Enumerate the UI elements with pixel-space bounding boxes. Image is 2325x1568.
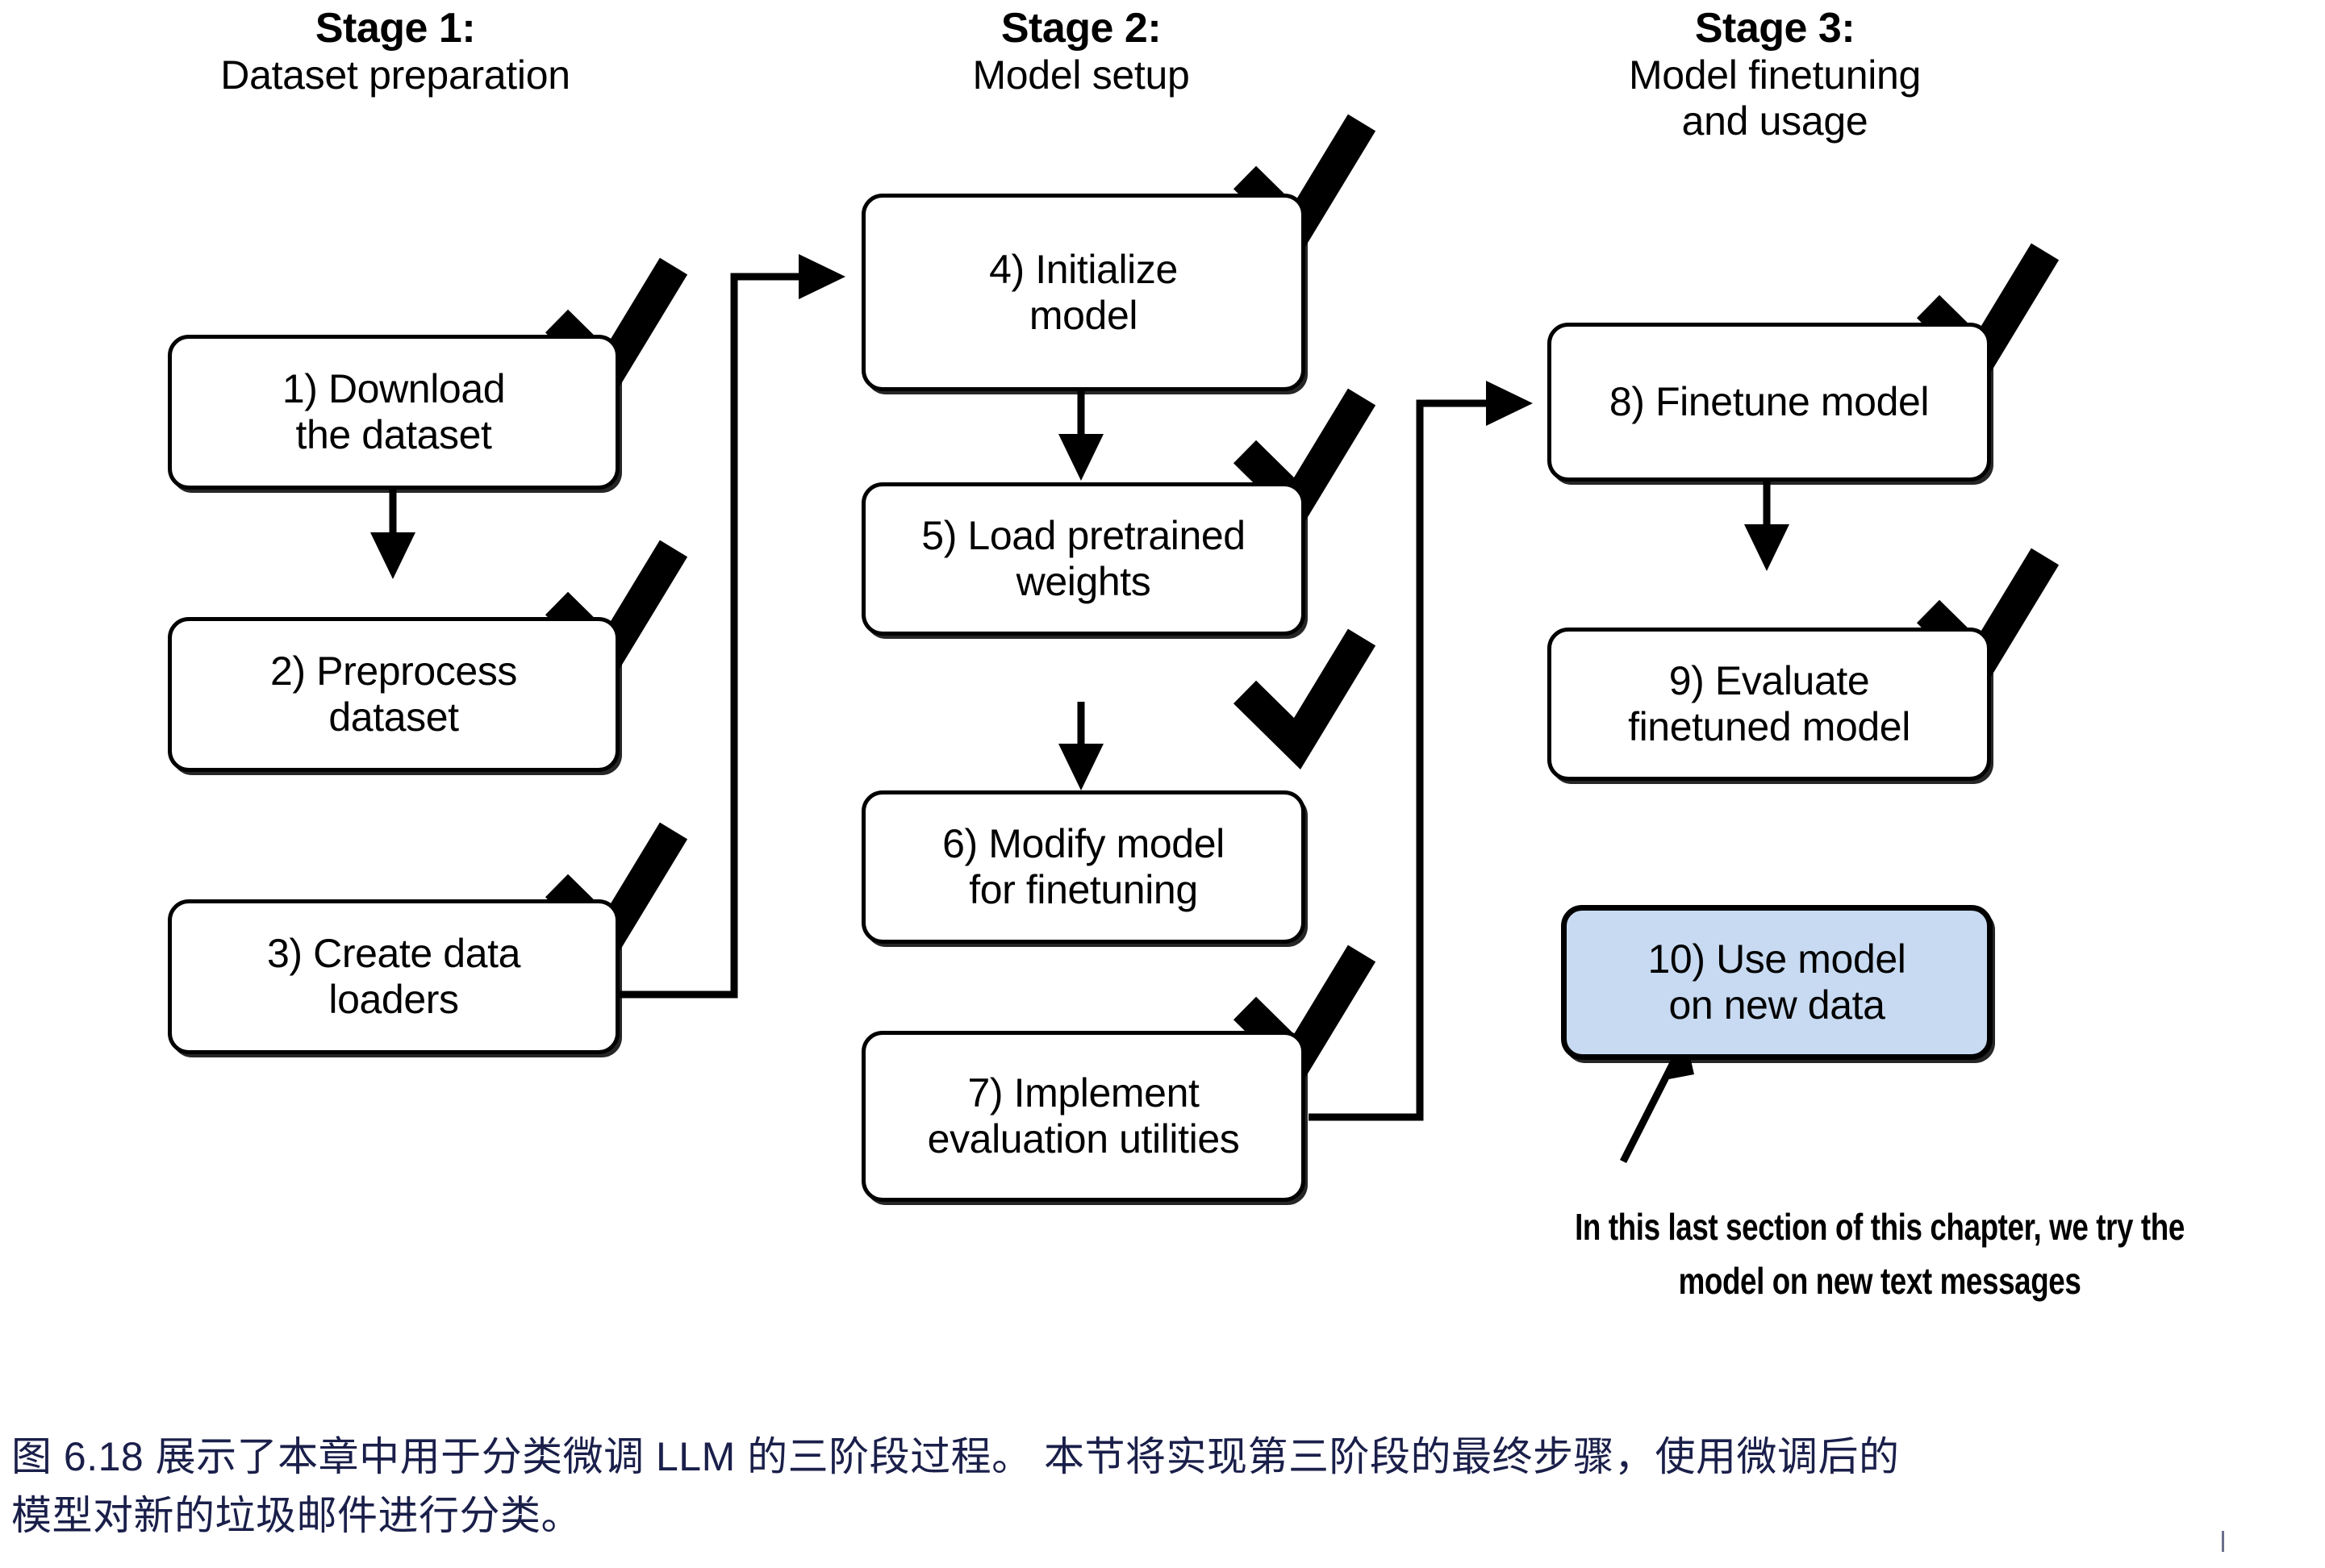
node-4-initialize-model[interactable]: 4) Initialize model: [862, 194, 1305, 391]
check-icon-node-6: [1233, 628, 1376, 769]
stage-1-title: Stage 1:: [315, 5, 476, 52]
node-2-line-1: 2) Preprocess: [269, 648, 518, 694]
arrowhead-8-to-9: [1744, 524, 1789, 571]
node-6-line-1: 6) Modify model: [942, 821, 1225, 866]
node-5-line-1: 5) Load pretrained: [921, 513, 1246, 558]
annotation-callout: In this last section of this chapter, we…: [1499, 1200, 2260, 1307]
node-10-line-2: on new data: [1668, 982, 1885, 1028]
node-5-load-pretrained-weights[interactable]: 5) Load pretrained weights: [862, 482, 1305, 636]
node-1-line-2: the dataset: [295, 412, 492, 457]
stage-header-3: Stage 3: Model finetuning and usage: [1476, 5, 2073, 144]
node-3-line-2: loaders: [328, 977, 459, 1022]
arrowhead-into-node4: [799, 254, 845, 299]
figure-6-18: Stage 1: Dataset preparation Stage 2: Mo…: [97, 5, 2260, 1307]
page-tick-mark: [2222, 1531, 2224, 1552]
node-5-line-2: weights: [1016, 559, 1151, 604]
stage-1-subtitle: Dataset preparation: [220, 52, 570, 98]
caption-line-1: 图 6.18 展示了本章中用于分类微调 LLM 的三阶段过程。 本节将实现第三阶…: [11, 1434, 1900, 1479]
stage-header-1: Stage 1: Dataset preparation: [97, 5, 694, 98]
node-1-download-dataset[interactable]: 1) Download the dataset: [168, 335, 620, 490]
node-3-line-1: 3) Create data: [266, 931, 521, 976]
node-3-create-data-loaders[interactable]: 3) Create data loaders: [168, 899, 620, 1054]
node-2-preprocess-dataset[interactable]: 2) Preprocess dataset: [168, 617, 620, 772]
node-4-line-2: model: [1029, 292, 1138, 338]
node-7-line-2: evaluation utilities: [927, 1116, 1240, 1161]
connector-stage1-stage2: [619, 273, 831, 999]
stage-3-subtitle-line-1: Model finetuning: [1628, 52, 1922, 98]
caption-line-2: 模型对新的垃圾邮件进行分类。: [11, 1492, 582, 1538]
node-7-implement-evaluation-utilities[interactable]: 7) Implement evaluation utilities: [862, 1031, 1305, 1202]
figure-caption: 图 6.18 展示了本章中用于分类微调 LLM 的三阶段过程。 本节将实现第三阶…: [11, 1428, 2315, 1545]
node-9-line-2: finetuned model: [1628, 704, 1910, 749]
stage-2-title: Stage 2:: [1000, 5, 1162, 52]
annotation-line-2: model on new text messages: [1678, 1259, 2081, 1302]
node-9-evaluate-finetuned-model[interactable]: 9) Evaluate finetuned model: [1547, 628, 1991, 781]
arrowhead-6-to-7: [1058, 744, 1104, 790]
stage-header-2: Stage 2: Model setup: [783, 5, 1380, 98]
connector-stage2-stage3: [1309, 399, 1518, 1121]
stage-3-subtitle-line-2: and usage: [1681, 98, 1868, 144]
node-4-line-1: 4) Initialize: [989, 246, 1178, 292]
node-1-line-1: 1) Download: [282, 366, 506, 411]
stage-2-subtitle: Model setup: [972, 52, 1190, 98]
node-10-use-model-on-new-data[interactable]: 10) Use model on new data: [1561, 905, 1993, 1060]
node-6-modify-model[interactable]: 6) Modify model for finetuning: [862, 790, 1305, 944]
arrowhead-1-to-2: [370, 532, 415, 579]
arrowhead-4-to-5: [1058, 434, 1104, 481]
node-7-line-1: 7) Implement: [967, 1070, 1200, 1116]
node-8-finetune-model[interactable]: 8) Finetune model: [1547, 323, 1991, 482]
annotation-line-1: In this last section of this chapter, we…: [1575, 1206, 2185, 1248]
node-6-line-2: for finetuning: [969, 867, 1198, 912]
node-8-line-1: 8) Finetune model: [1609, 379, 1930, 424]
node-10-line-1: 10) Use model: [1647, 936, 1906, 982]
node-9-line-1: 9) Evaluate: [1668, 658, 1870, 703]
node-2-line-2: dataset: [328, 694, 459, 740]
stage-3-title: Stage 3:: [1694, 5, 1855, 52]
arrowhead-into-node8: [1486, 381, 1533, 426]
